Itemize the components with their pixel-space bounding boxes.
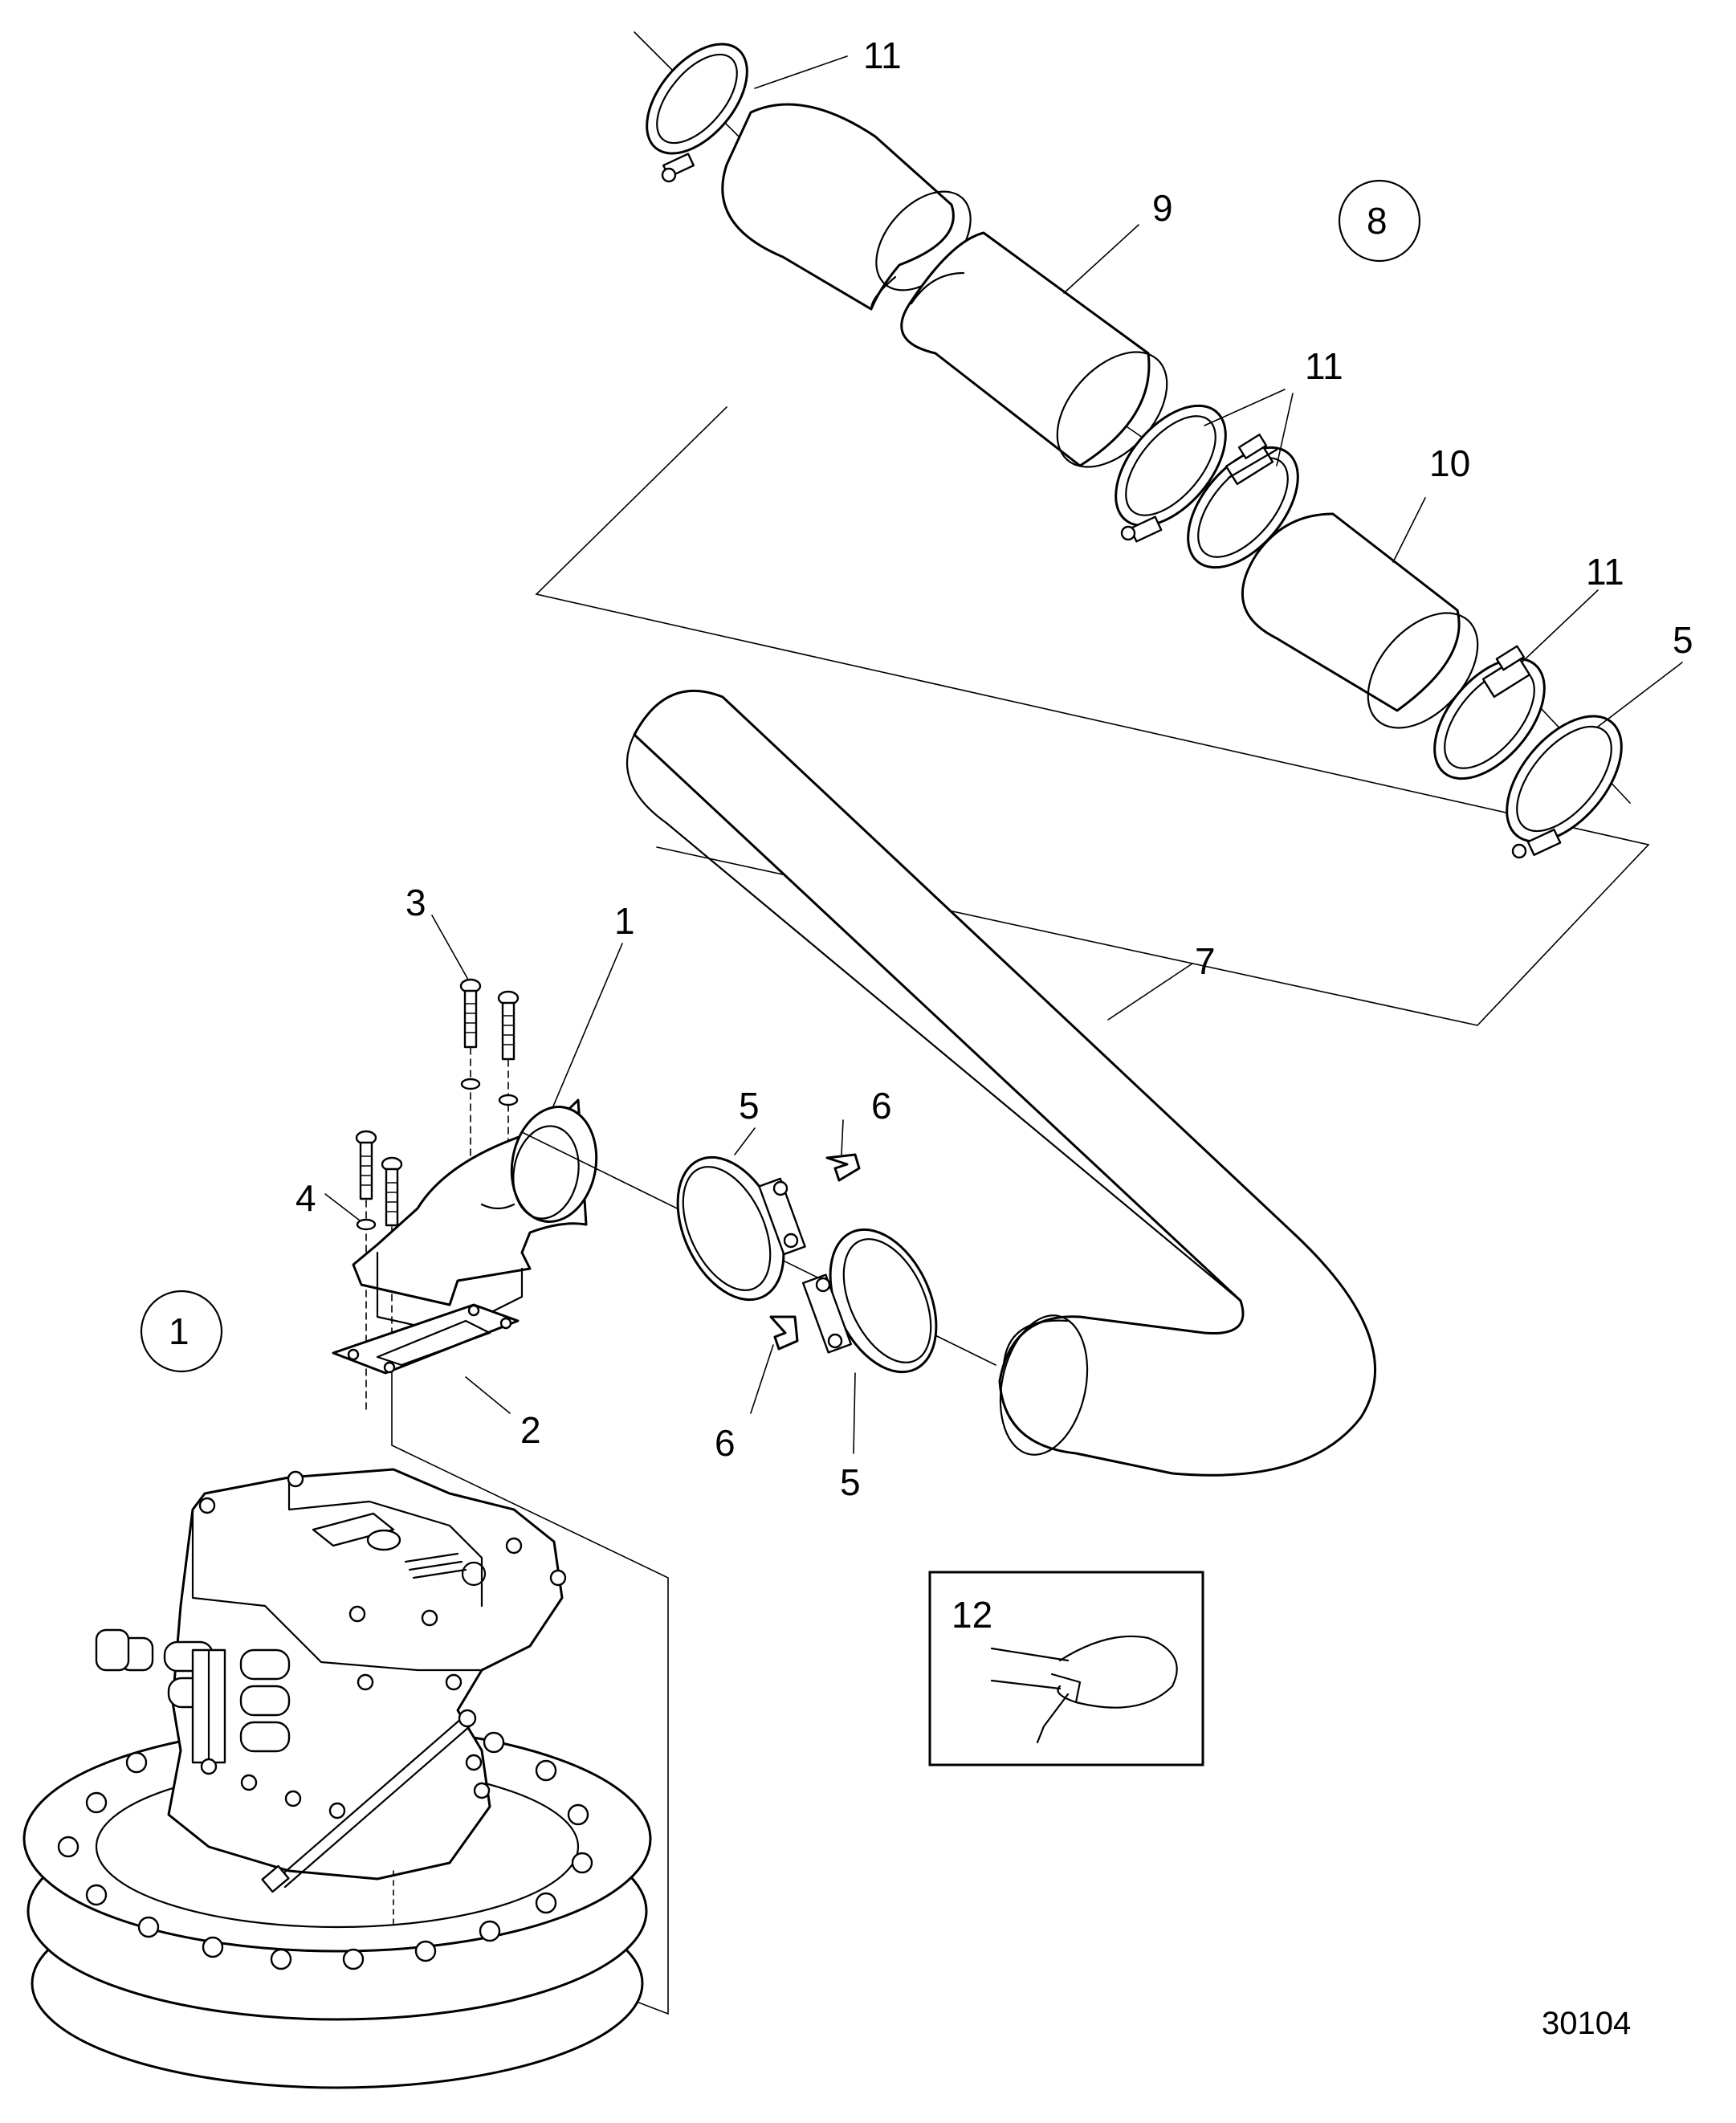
body-bolts (198, 1470, 567, 1819)
callout-5-top: 5 (1673, 619, 1693, 661)
retaining-clip (825, 1153, 861, 1182)
leader-lines (324, 55, 1683, 1454)
group-callout-circle (1338, 179, 1421, 263)
bolt (355, 1130, 377, 1414)
coupling-clamp-right (801, 1228, 938, 1374)
callout-1-group: 1 (169, 1310, 189, 1352)
coupling-clamp-left (676, 1155, 806, 1302)
callout-8: 8 (1367, 200, 1388, 242)
callout-7: 7 (1195, 940, 1216, 982)
callout-labels: 11 9 8 11 10 11 5 7 3 1 5 6 4 1 2 6 5 12… (169, 35, 1693, 2041)
callout-9: 9 (1152, 187, 1173, 229)
upper-hose-assembly (535, 31, 1650, 1026)
hose-clamp-lower (1433, 645, 1546, 780)
washer (498, 1094, 519, 1106)
drawing-reference-number: 30104 (1542, 2006, 1631, 2041)
water-fitting (95, 1628, 154, 1672)
plate-bolts (57, 1731, 593, 1970)
callout-6-bottom: 6 (715, 1422, 736, 1464)
end-clamp (1506, 715, 1623, 859)
callout-12: 12 (952, 1594, 992, 1636)
long-exhaust-hose (626, 690, 1377, 1477)
callout-10: 10 (1429, 442, 1470, 484)
hose-clamp-middle-a (1115, 404, 1227, 543)
hose-clamp-middle-b (1187, 434, 1299, 569)
cable-tie-detail-box (928, 1571, 1204, 1766)
hose-section-lower (900, 231, 1168, 468)
detail-frame (928, 1571, 1204, 1766)
callout-11-top: 11 (863, 35, 902, 76)
manifold-pipes (163, 1640, 291, 1764)
callout-1: 1 (614, 900, 635, 942)
callout-11-lower: 11 (1586, 551, 1624, 593)
retaining-clip (769, 1315, 799, 1351)
washer (460, 1078, 481, 1090)
callout-4: 4 (295, 1177, 316, 1219)
hose-clamp-top (646, 43, 748, 183)
exhaust-elbow (352, 1098, 598, 1335)
gasket (332, 1303, 520, 1375)
callout-5-clamp-right: 5 (840, 1461, 861, 1503)
group-bracket-frame (535, 406, 1650, 1026)
callout-5-clamp-left: 5 (739, 1085, 760, 1127)
engine-nameplate (312, 1512, 395, 1547)
elbow-assembly (332, 978, 996, 2015)
shift-rod (261, 1709, 477, 1893)
engine-block (22, 1468, 652, 2089)
callout-11-middle: 11 (1305, 345, 1343, 387)
callout-6-top: 6 (871, 1085, 892, 1127)
callout-3: 3 (405, 882, 426, 923)
callout-2: 2 (520, 1409, 541, 1451)
group-callout-circle (140, 1290, 223, 1373)
washer (356, 1218, 377, 1231)
